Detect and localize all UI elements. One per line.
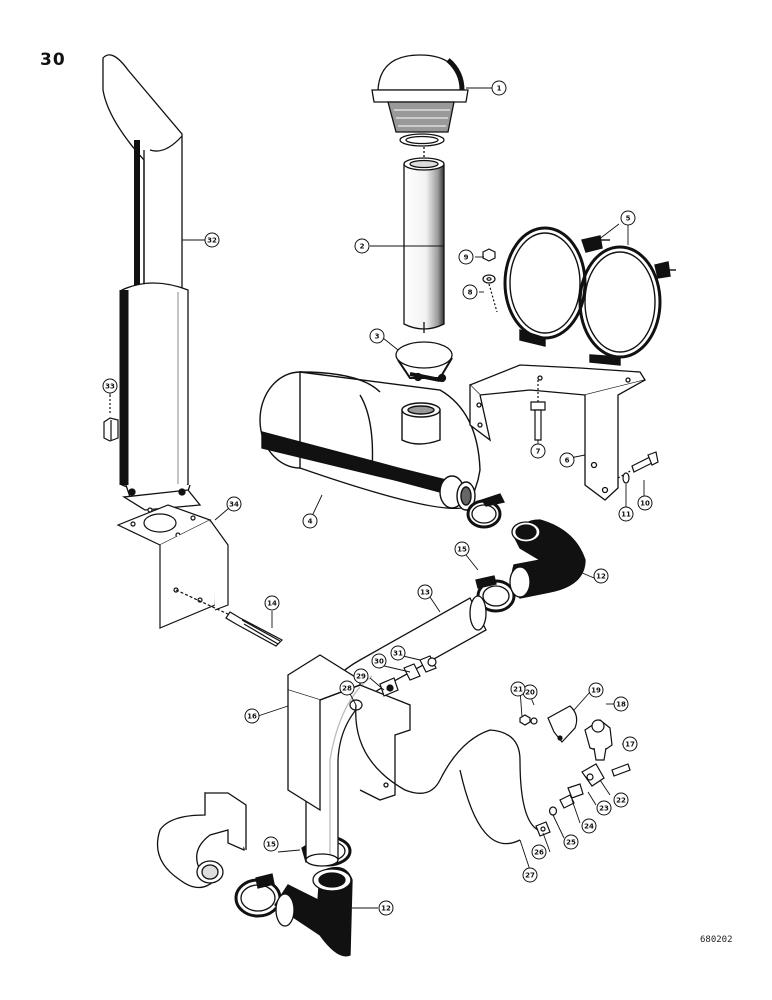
callout-number: 27 bbox=[525, 872, 535, 880]
u-bolt-clamp-part-3 bbox=[395, 341, 453, 383]
callout-20: 20 bbox=[522, 684, 538, 700]
callout-number: 1 bbox=[497, 85, 502, 93]
support-bracket-part-6 bbox=[468, 364, 647, 501]
callout-number: 2 bbox=[360, 243, 365, 251]
callout-number: 9 bbox=[464, 254, 469, 262]
element-part-14 bbox=[175, 589, 284, 647]
callout-9: 9 bbox=[458, 249, 474, 265]
hose-clamp-part-15-upper bbox=[466, 493, 505, 529]
callout-12: 12 bbox=[378, 900, 394, 916]
callout-12: 12 bbox=[593, 568, 609, 584]
bolt-part-7 bbox=[530, 380, 546, 441]
callout-number: 20 bbox=[525, 689, 535, 697]
callout-number: 16 bbox=[247, 713, 257, 721]
callout-number: 6 bbox=[565, 457, 570, 465]
callout-number: 3 bbox=[375, 333, 380, 341]
bolt-part-10 bbox=[617, 451, 659, 479]
callout-16: 16 bbox=[244, 708, 260, 724]
callout-number: 33 bbox=[105, 383, 115, 391]
washer-part-11 bbox=[622, 472, 630, 484]
callout-1: 1 bbox=[491, 80, 507, 96]
callout-5: 5 bbox=[620, 210, 636, 226]
callout-7: 7 bbox=[530, 443, 546, 459]
callout-3: 3 bbox=[369, 328, 385, 344]
precleaner-cap-part-1 bbox=[371, 54, 469, 147]
callout-17: 17 bbox=[622, 736, 638, 752]
callout-number: 34 bbox=[229, 501, 239, 509]
air-cleaner-part-4 bbox=[259, 371, 481, 511]
callout-number: 10 bbox=[640, 500, 650, 508]
callout-8: 8 bbox=[462, 284, 478, 300]
callout-14: 14 bbox=[264, 595, 280, 611]
callout-number: 4 bbox=[308, 518, 313, 526]
callout-19: 19 bbox=[588, 682, 604, 698]
callout-number: 13 bbox=[420, 589, 430, 597]
callout-34: 34 bbox=[226, 496, 242, 512]
callout-number: 18 bbox=[616, 701, 626, 709]
callout-number: 21 bbox=[513, 686, 523, 694]
callout-15: 15 bbox=[454, 541, 470, 557]
callout-number: 31 bbox=[393, 650, 403, 658]
callout-27: 27 bbox=[522, 867, 538, 883]
callout-26: 26 bbox=[531, 844, 547, 860]
callout-number: 14 bbox=[267, 600, 277, 608]
callout-28: 28 bbox=[339, 680, 355, 696]
mounting-bracket-part-34 bbox=[116, 504, 229, 629]
callout-31: 31 bbox=[390, 645, 406, 661]
washer-part-8 bbox=[482, 274, 498, 313]
callout-number: 25 bbox=[566, 839, 576, 847]
exhaust-stack-part bbox=[102, 54, 202, 511]
callout-number: 28 bbox=[342, 685, 352, 693]
callout-number: 7 bbox=[536, 448, 541, 456]
drawing-reference-code: 680202 bbox=[700, 935, 733, 945]
callout-number: 17 bbox=[625, 741, 635, 749]
callout-number: 30 bbox=[374, 658, 384, 666]
callout-32: 32 bbox=[204, 232, 220, 248]
callout-22: 22 bbox=[613, 792, 629, 808]
callout-number: 29 bbox=[356, 673, 366, 681]
callout-number: 15 bbox=[266, 841, 276, 849]
shield-part-16 bbox=[287, 654, 411, 812]
elbow-hose-part-12-lower bbox=[274, 866, 353, 957]
callout-25: 25 bbox=[563, 834, 579, 850]
callout-number: 23 bbox=[599, 805, 609, 813]
callout-18: 18 bbox=[613, 696, 629, 712]
callout-number: 12 bbox=[596, 573, 606, 581]
inlet-elbow-part bbox=[156, 792, 247, 889]
callout-13: 13 bbox=[417, 584, 433, 600]
callout-number: 5 bbox=[626, 215, 631, 223]
page-number: 30 bbox=[40, 50, 66, 70]
callout-29: 29 bbox=[353, 668, 369, 684]
callout-4: 4 bbox=[302, 513, 318, 529]
callout-2: 2 bbox=[354, 238, 370, 254]
callout-number: 12 bbox=[381, 905, 391, 913]
callout-number: 26 bbox=[534, 849, 544, 857]
callout-23: 23 bbox=[596, 800, 612, 816]
restriction-line-part-27 bbox=[355, 704, 539, 845]
callout-number: 8 bbox=[468, 289, 473, 297]
intake-pipe-part-2 bbox=[403, 147, 445, 333]
callout-10: 10 bbox=[637, 495, 653, 511]
callout-number: 19 bbox=[591, 687, 601, 695]
callout-labels: 1234567891011121213141515161718192021222… bbox=[102, 80, 653, 916]
nut-part-33 bbox=[103, 395, 119, 442]
callout-number: 22 bbox=[616, 797, 626, 805]
callout-15: 15 bbox=[263, 836, 279, 852]
callout-11: 11 bbox=[618, 506, 634, 522]
callout-number: 15 bbox=[457, 546, 467, 554]
callout-30: 30 bbox=[371, 653, 387, 669]
mounting-bands-part-5 bbox=[503, 226, 676, 366]
callout-number: 24 bbox=[584, 823, 594, 831]
callout-33: 33 bbox=[102, 378, 118, 394]
nut-part-9 bbox=[482, 248, 496, 262]
elbow-hose-part-12-upper bbox=[509, 519, 586, 599]
callout-6: 6 bbox=[559, 452, 575, 468]
callout-21: 21 bbox=[510, 681, 526, 697]
callout-number: 11 bbox=[621, 511, 631, 519]
callout-number: 32 bbox=[207, 237, 217, 245]
fittings-group bbox=[349, 655, 631, 837]
callout-24: 24 bbox=[581, 818, 597, 834]
